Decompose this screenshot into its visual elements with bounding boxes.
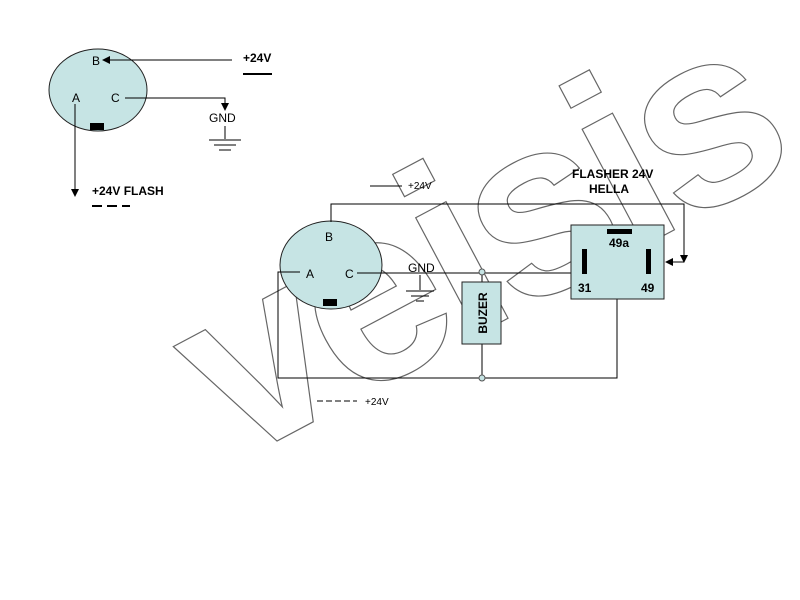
flasher-pin-49-label: 49 bbox=[641, 281, 655, 295]
junction-top bbox=[478, 268, 486, 276]
junction-bottom bbox=[478, 374, 486, 382]
flasher-title-line1: FLASHER 24V bbox=[572, 167, 653, 181]
flasher-pin-31-label: 31 bbox=[578, 281, 592, 295]
main-connector-pin-b: B bbox=[325, 230, 333, 244]
legend: +24V bbox=[317, 397, 389, 408]
top-connector-pin-c: C bbox=[111, 91, 120, 105]
flasher-pin-49a-blade bbox=[607, 229, 632, 234]
top-connector-pin-b: B bbox=[92, 54, 100, 68]
top-connector-pin-a: A bbox=[72, 91, 80, 105]
top-connector-key bbox=[90, 123, 104, 130]
b-to-flasher-wire bbox=[330, 203, 688, 263]
buzzer-label: BUZER bbox=[476, 292, 490, 334]
legend-label: +24V bbox=[365, 397, 389, 408]
top-gnd-label: GND bbox=[209, 111, 236, 125]
top-ground-icon bbox=[209, 126, 241, 151]
main-ground-icon bbox=[406, 275, 434, 302]
flasher-title-line2: HELLA bbox=[589, 182, 629, 196]
buzzer: BUZER bbox=[461, 281, 502, 345]
top-connector: B A C +24V GND +24V FLASH bbox=[48, 48, 272, 207]
a-bottom-rail-wire bbox=[277, 271, 618, 379]
main-connector-key bbox=[323, 299, 337, 306]
main-connector: B A C +24V GND bbox=[279, 181, 435, 310]
flasher-relay: FLASHER 24V HELLA 49a 31 49 bbox=[570, 167, 665, 300]
flasher-pin-31-blade bbox=[582, 249, 587, 274]
main-connector-pin-c: C bbox=[345, 267, 354, 281]
main-gnd-label: GND bbox=[408, 261, 435, 275]
buzzer-body bbox=[461, 281, 502, 345]
top-connector-body bbox=[48, 48, 148, 132]
watermark-text: veisis bbox=[128, 0, 800, 510]
flasher-pin-49a-label: 49a bbox=[609, 236, 629, 250]
main-supply-label: +24V bbox=[408, 181, 432, 192]
main-connector-pin-a: A bbox=[306, 267, 314, 281]
top-flash-label: +24V FLASH bbox=[92, 184, 164, 198]
top-supply-label: +24V bbox=[243, 51, 271, 65]
flasher-pin-49-blade bbox=[646, 249, 651, 274]
top-gnd-wire bbox=[125, 97, 229, 111]
